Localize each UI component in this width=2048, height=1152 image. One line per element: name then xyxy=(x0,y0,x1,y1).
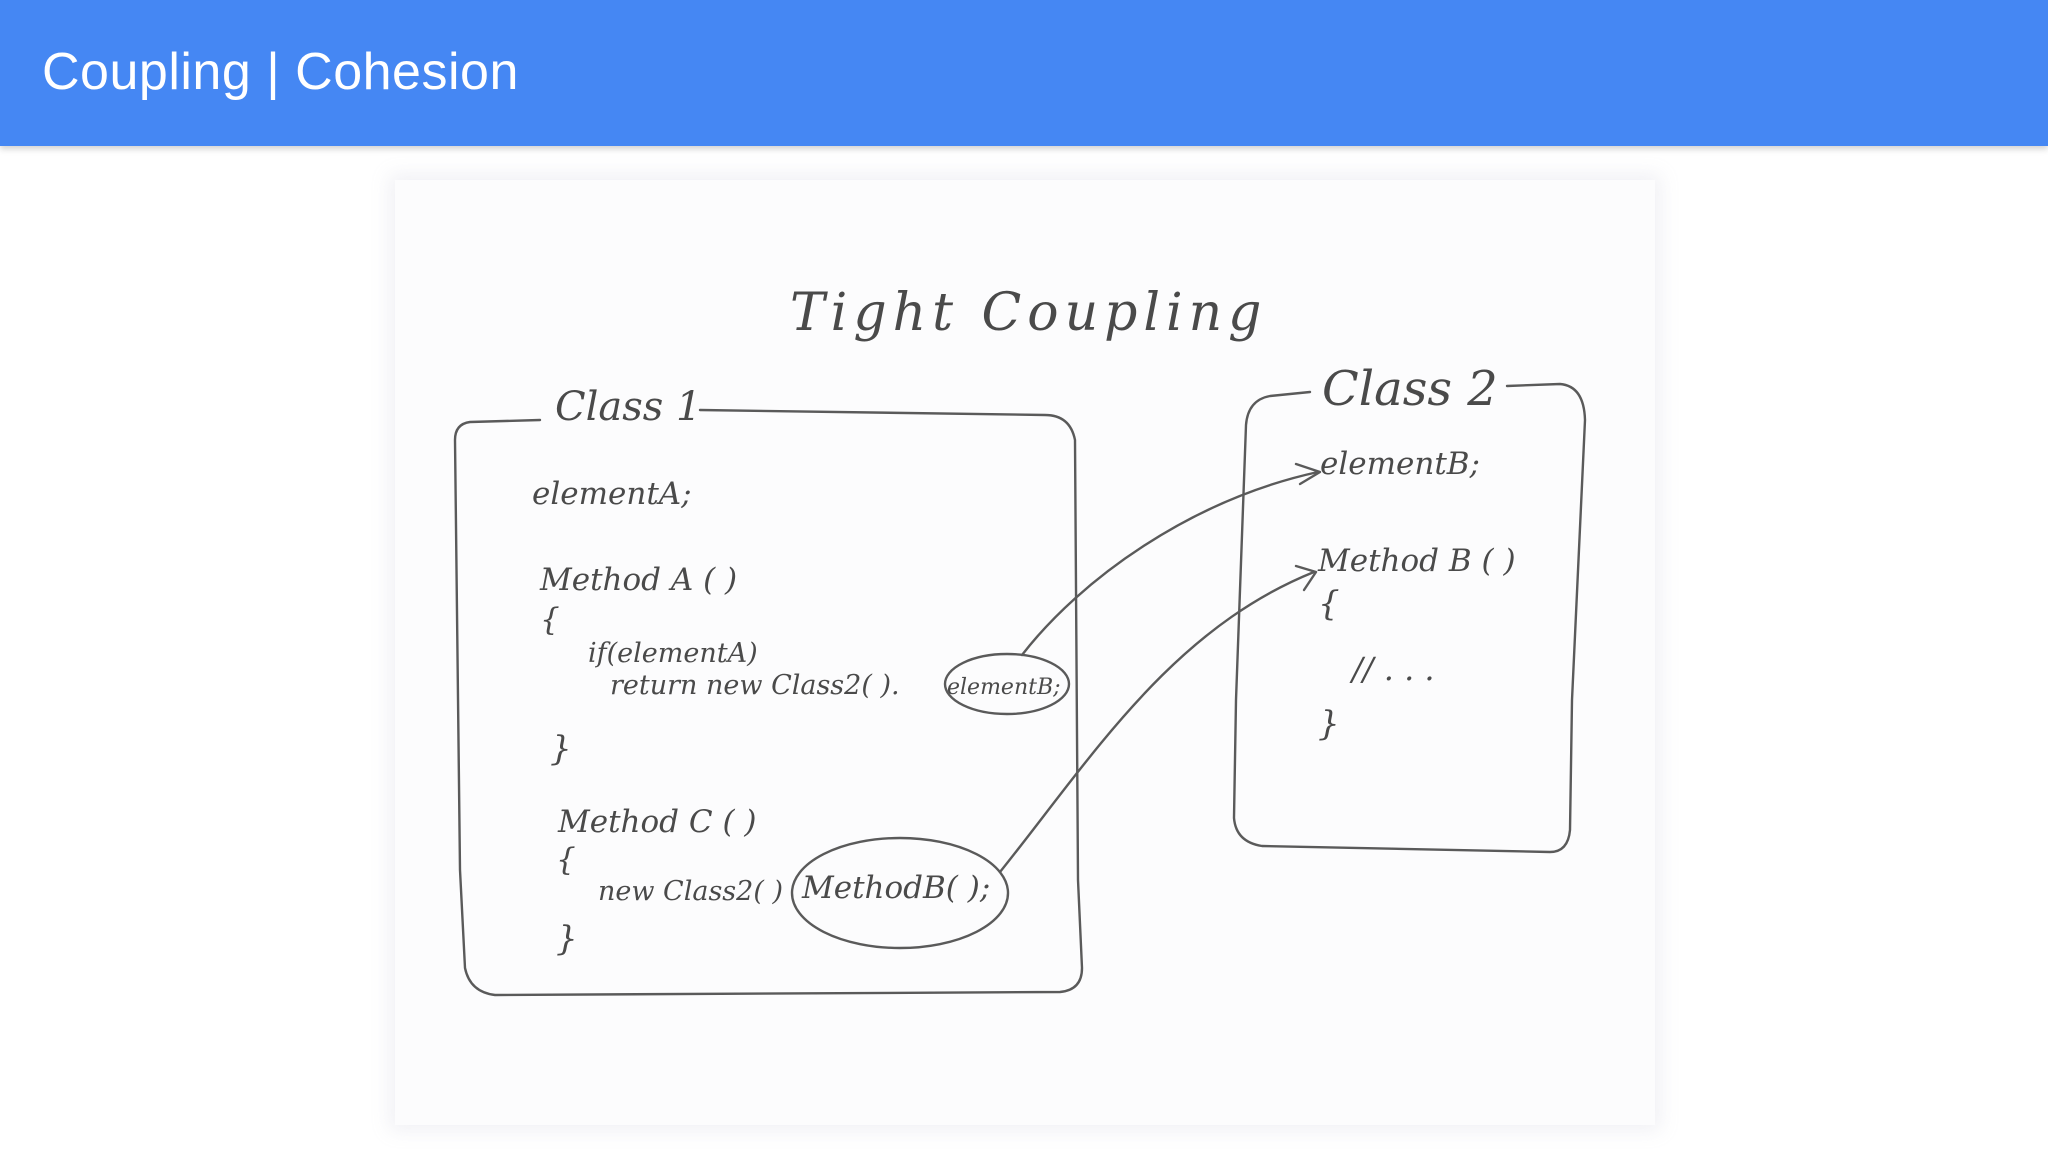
method-b-reference-circle xyxy=(790,836,1010,950)
arrow-to-element-b xyxy=(1020,470,1320,657)
class1-method-c-signature: Method C ( ) xyxy=(557,804,757,840)
class1-method-a-signature: Method A ( ) xyxy=(539,562,737,598)
element-b-reference-circle xyxy=(943,652,1071,716)
arrow-head-method-b xyxy=(1294,564,1318,592)
class1-label: Class 1 xyxy=(555,384,701,430)
arrow-head-element-b xyxy=(1294,462,1322,486)
class2-method-b-signature: Method B ( ) xyxy=(1317,543,1516,579)
class1-method-c-open-brace: { xyxy=(556,842,576,878)
arrow-to-method-b xyxy=(998,570,1316,874)
class1-element-b-reference: elementB; xyxy=(947,675,1061,700)
header-bar: Coupling | Cohesion xyxy=(0,0,2048,146)
class2-label: Class 2 xyxy=(1322,361,1498,417)
class2-comment: // . . . xyxy=(1349,650,1435,688)
class1-if-statement: if(elementA) xyxy=(588,638,758,669)
class1-method-b-reference: MethodB( ); xyxy=(801,870,990,906)
class2-method-b-close-brace: } xyxy=(1318,704,1340,744)
class1-method-a-close-brace: } xyxy=(550,729,572,769)
class1-return-statement: return new Class2( ). xyxy=(610,670,900,701)
class2-element: elementB; xyxy=(1320,446,1480,482)
class2-box xyxy=(1232,382,1587,854)
class1-new-class2-call: new Class2( ) xyxy=(598,876,783,907)
diagram-title: Tight Coupling xyxy=(790,283,1267,343)
class2-method-b-open-brace: { xyxy=(1318,584,1340,624)
class1-method-a-open-brace: { xyxy=(540,602,560,638)
class1-element: elementA; xyxy=(532,476,692,512)
class1-method-c-close-brace: } xyxy=(556,919,578,959)
class1-box xyxy=(453,408,1084,997)
page-title: Coupling | Cohesion xyxy=(42,43,519,101)
